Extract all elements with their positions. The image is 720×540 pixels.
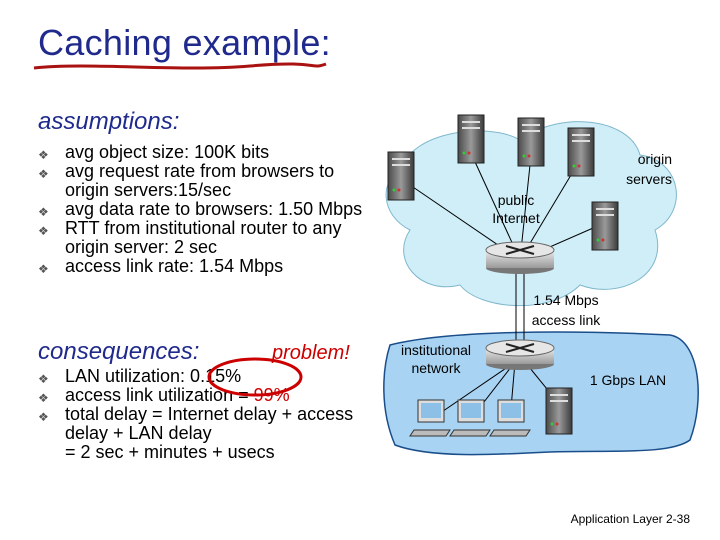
origin-server-icon	[568, 128, 594, 176]
slide-title: Caching example:	[38, 22, 331, 64]
router-icon	[486, 242, 554, 274]
access-link-label-line1: 1.54 Mbps	[533, 292, 598, 308]
network-diagram: origin servers public Internet 1.54 Mbps…	[370, 100, 710, 500]
consequences-heading: consequences:	[38, 338, 199, 366]
bullet-icon: ❖	[38, 260, 49, 279]
institutional-network-label-line1: institutional	[401, 342, 471, 358]
access-link-label-line2: access link	[532, 312, 601, 328]
public-internet-label-line1: public	[498, 192, 535, 208]
origin-servers-label-line1: origin	[638, 151, 672, 167]
list-item: ❖LAN utilization: 0.15%	[36, 367, 356, 386]
assumptions-list: ❖avg object size: 100K bits ❖avg request…	[36, 143, 376, 276]
highlight-ellipse	[205, 355, 305, 400]
origin-server-icon	[458, 115, 484, 163]
origin-servers-label-line2: servers	[626, 171, 672, 187]
list-item: ❖access link utilization = 99%	[36, 386, 356, 405]
public-internet-label-line2: Internet	[492, 210, 540, 226]
title-underline	[30, 60, 330, 80]
bullet-icon: ❖	[38, 222, 49, 241]
list-item: ❖RTT from institutional router to any or…	[36, 219, 376, 257]
assumptions-heading: assumptions:	[38, 108, 179, 136]
list-item: ❖total delay = Internet delay + access d…	[36, 405, 356, 462]
list-item: ❖access link rate: 1.54 Mbps	[36, 257, 376, 276]
consequences-list: ❖LAN utilization: 0.15% ❖access link uti…	[36, 367, 356, 462]
list-item: ❖avg data rate to browsers: 1.50 Mbps	[36, 200, 376, 219]
bullet-icon: ❖	[38, 408, 49, 427]
slide-footer: Application Layer 2-38	[571, 512, 690, 526]
origin-server-icon	[518, 118, 544, 166]
list-item: ❖avg object size: 100K bits	[36, 143, 376, 162]
lan-label: 1 Gbps LAN	[590, 372, 666, 388]
router-icon	[486, 340, 554, 370]
bullet-icon: ❖	[38, 165, 49, 184]
origin-server-icon	[592, 202, 618, 250]
server-icon	[546, 388, 572, 434]
origin-server-icon	[388, 152, 414, 200]
institutional-network-label-line2: network	[411, 360, 461, 376]
list-item: ❖avg request rate from browsers to origi…	[36, 162, 376, 200]
